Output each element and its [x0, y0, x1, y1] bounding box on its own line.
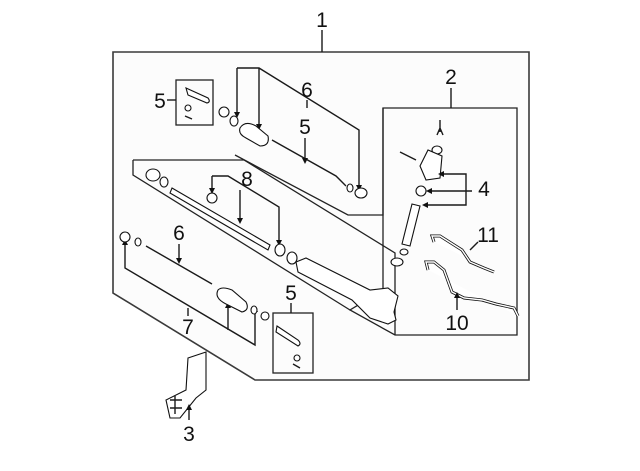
- callout-4-bracket: [428, 173, 472, 206]
- arrow-icon: [422, 202, 428, 208]
- tie-rod-end-icon: [185, 87, 210, 104]
- bushing-icon: [206, 192, 218, 204]
- callout-6a[interactable]: 5: [299, 116, 311, 139]
- cotter-pin-icon: [184, 115, 193, 120]
- callout-8[interactable]: 7: [182, 316, 194, 339]
- callout-6b[interactable]: 6: [173, 222, 185, 245]
- arrow-icon: [186, 404, 192, 410]
- bracket-holes-icon: [170, 396, 182, 414]
- callout-2[interactable]: 2: [445, 66, 457, 89]
- callout-3[interactable]: 3: [183, 423, 195, 446]
- callout-10[interactable]: 10: [445, 312, 468, 335]
- arrow-icon: [234, 112, 240, 118]
- boot-icon: [239, 122, 269, 147]
- seal-icon: [415, 185, 427, 197]
- bushing-icon: [274, 243, 286, 257]
- group-7-frame: [234, 108, 384, 216]
- arrow-icon: [256, 124, 262, 130]
- clip-icon: [346, 183, 354, 193]
- arrow-icon: [426, 188, 432, 194]
- callout-5a[interactable]: 5: [154, 90, 166, 113]
- bushing-icon: [286, 251, 298, 265]
- clip-icon: [250, 305, 258, 315]
- washer-icon: [218, 106, 230, 118]
- nut-icon: [229, 115, 239, 127]
- callout-5b[interactable]: 5: [285, 282, 297, 305]
- callout-11[interactable]: 11: [477, 224, 499, 247]
- o-ring-icon: [390, 257, 404, 267]
- tie-rod-icon: [271, 139, 347, 187]
- arrow-icon: [237, 218, 243, 224]
- sensor-icon: [399, 151, 417, 161]
- callout-11-leader: [469, 241, 479, 251]
- clip-icon: [134, 237, 142, 247]
- o-ring-icon: [399, 248, 409, 256]
- group-8-bracket: [124, 245, 256, 347]
- bolt-icon: [436, 120, 444, 136]
- valve-body-icon: [419, 149, 443, 181]
- group-7-bracket: [236, 67, 360, 185]
- nut-icon: [184, 104, 192, 112]
- arrow-icon: [176, 258, 182, 264]
- bushing-icon: [159, 176, 169, 188]
- assembly-box: [112, 51, 530, 381]
- clamp-icon: [354, 187, 368, 199]
- arrow-icon: [276, 240, 282, 246]
- callout-1[interactable]: 1: [316, 9, 328, 32]
- arrow-icon: [438, 171, 444, 177]
- gear-housing-icon: [295, 257, 399, 325]
- cotter-pin-icon: [292, 363, 301, 369]
- tie-rod-icon: [145, 245, 213, 285]
- arrow-icon: [209, 188, 215, 194]
- arrow-icon: [454, 292, 460, 298]
- callout-9[interactable]: 8: [241, 168, 253, 191]
- boot-icon: [216, 287, 248, 313]
- pinion-shaft-icon: [401, 203, 421, 247]
- callout-4[interactable]: 4: [478, 178, 490, 201]
- rack-icon: [169, 187, 271, 251]
- tie-rod-end-icon: [275, 325, 301, 347]
- bracket-icon: [165, 351, 207, 419]
- callout-7[interactable]: 6: [301, 79, 313, 102]
- clamp-icon: [119, 231, 131, 243]
- arrow-icon: [302, 158, 308, 164]
- nut-icon: [293, 354, 301, 362]
- nut-icon: [260, 311, 270, 321]
- group-9-bracket: [211, 175, 280, 240]
- bushing-icon: [145, 168, 161, 182]
